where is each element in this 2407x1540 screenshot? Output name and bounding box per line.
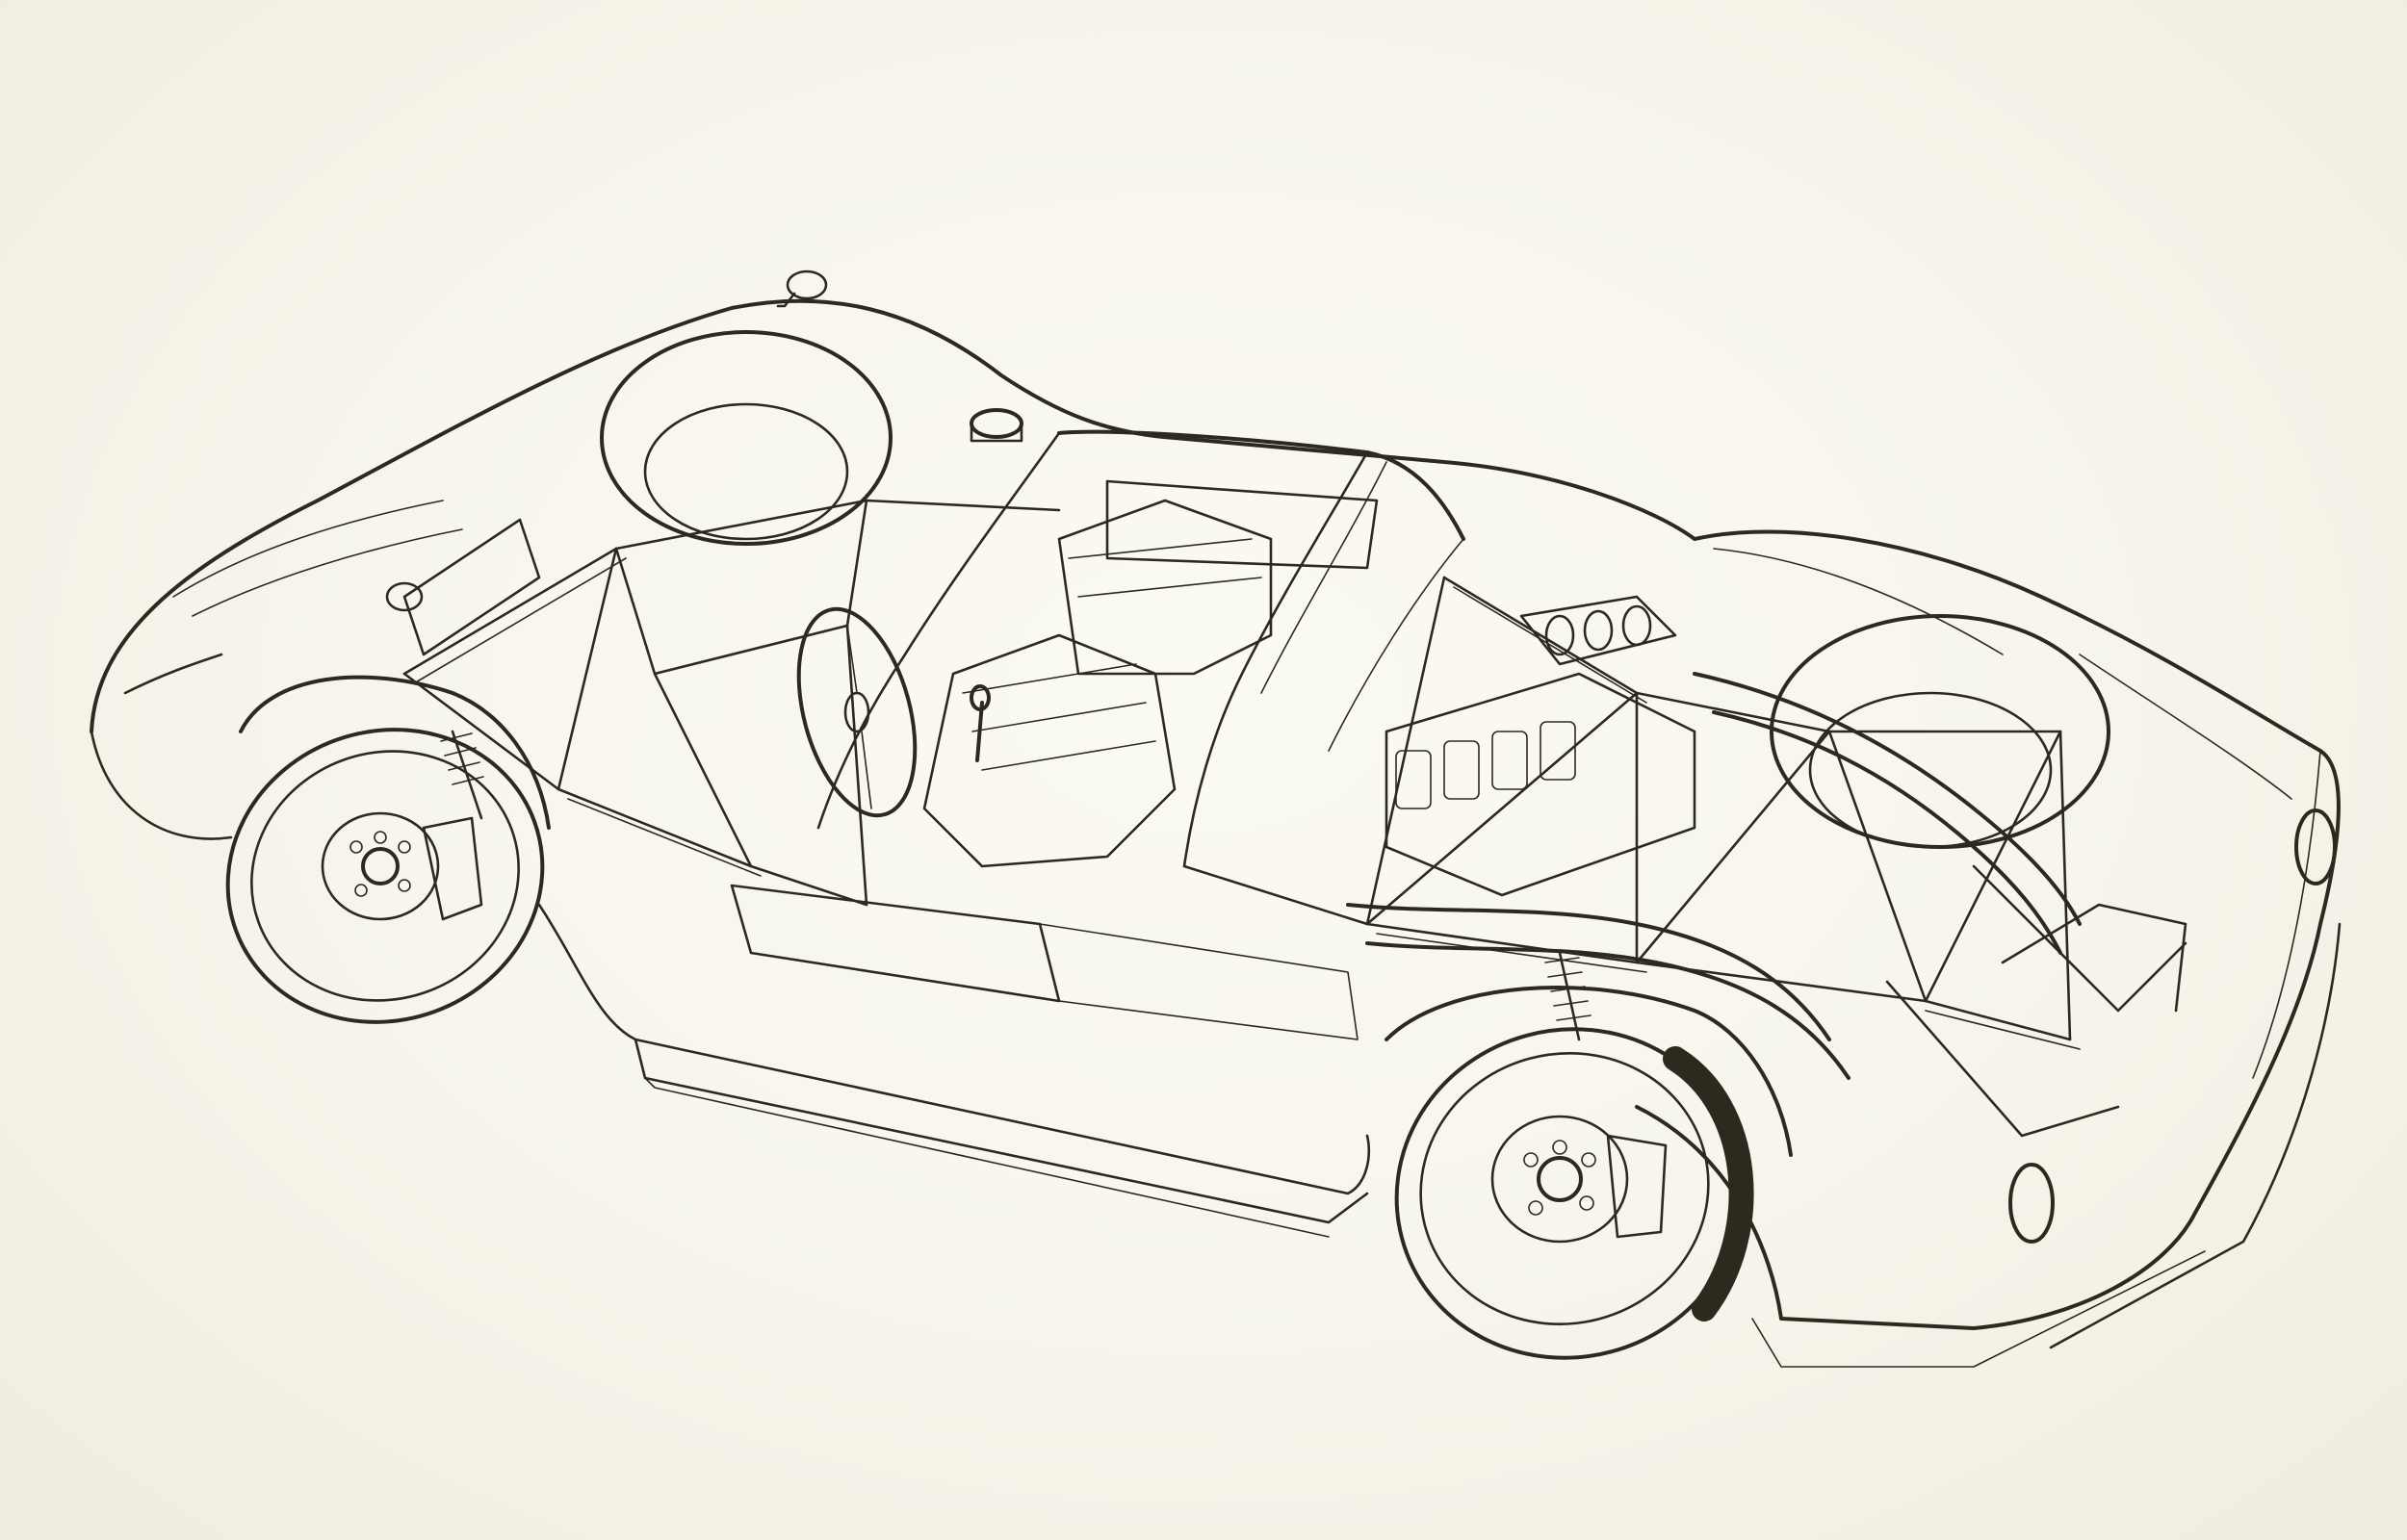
front-suspension-coilover	[440, 730, 484, 820]
exhaust-pipe	[1346, 672, 2082, 1080]
passenger-seat	[1057, 499, 1273, 676]
rear-suspension-coilover	[1544, 951, 1592, 1041]
tail-lights	[2008, 808, 2337, 1244]
steering-wheel	[796, 606, 918, 818]
rear-bulkhead-panel	[1105, 479, 1379, 570]
radiator	[402, 518, 541, 656]
fuel-filler-cap	[970, 408, 1023, 443]
gear-lever	[970, 684, 991, 762]
rear-left-wheel	[1394, 1027, 1754, 1360]
flat-engine	[1385, 672, 1696, 897]
wheel-arches	[239, 675, 1793, 1157]
rear-deck-lines	[1713, 548, 2292, 1013]
rear-right-wheel	[1770, 614, 2110, 849]
front-left-wheel	[225, 728, 545, 1024]
body-shell-outline	[90, 298, 2342, 1368]
front-right-wheel	[600, 330, 893, 546]
windscreen-frame	[816, 429, 1465, 868]
driver-seat	[922, 633, 1177, 868]
carburettor-stack	[1519, 595, 1677, 666]
tubular-space-frame	[402, 499, 2187, 1138]
sill-panel	[730, 884, 1359, 1040]
side-mirror	[776, 270, 828, 308]
front-bodywork-lines	[123, 500, 463, 695]
